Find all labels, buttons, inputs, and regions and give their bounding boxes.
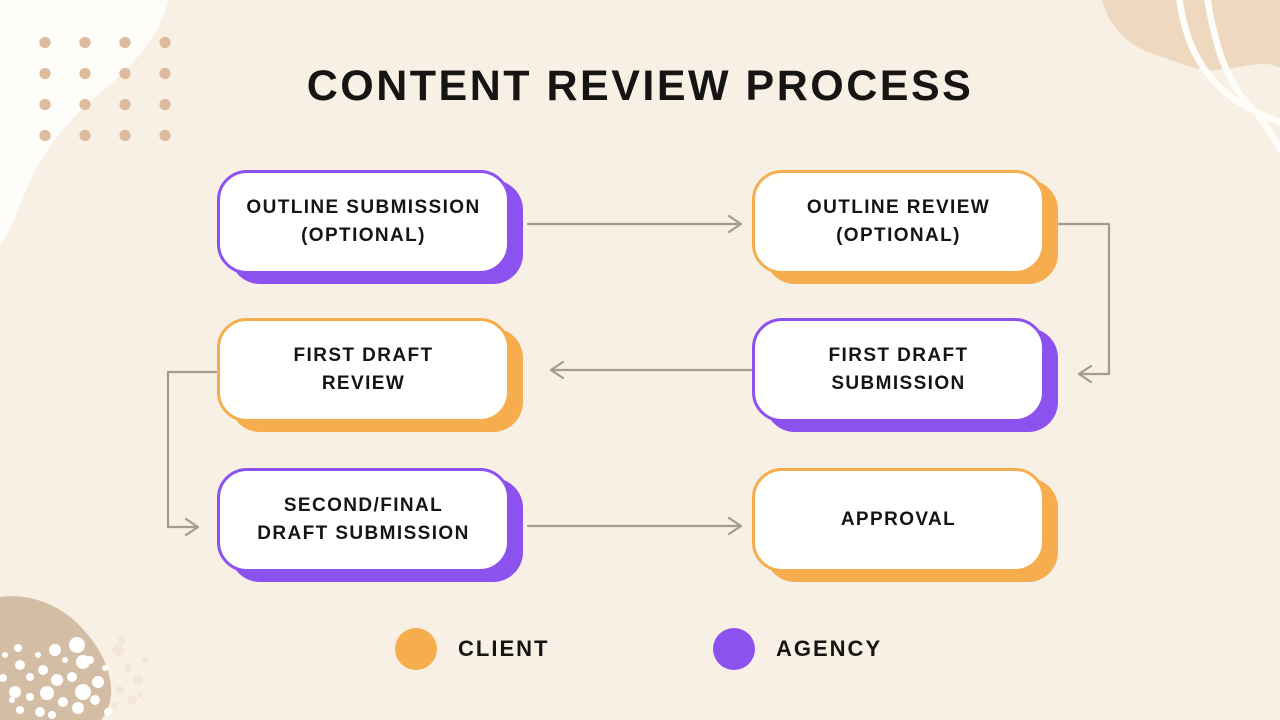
top-right-white-line-2 — [1204, 0, 1280, 155]
flow-node-label-line: SECOND/FINAL — [283, 495, 444, 516]
flow-node-label-line: DRAFT SUBMISSION — [257, 523, 470, 544]
flow-node-label-line: OUTLINE SUBMISSION — [246, 197, 481, 218]
flow-node-label-line: OUTLINE REVIEW — [806, 197, 991, 218]
flow-node-label-line: APPROVAL — [840, 509, 957, 530]
legend-item-agency: AGENCY — [713, 628, 882, 670]
agency-color-swatch — [713, 628, 755, 670]
flow-node-label-line: (OPTIONAL) — [836, 225, 961, 246]
legend-label-client: CLIENT — [458, 636, 550, 661]
bottom-left-speckle-dots — [0, 637, 112, 719]
flow-node-first-draft-review: FIRST DRAFT REVIEW — [217, 318, 510, 422]
dot-grid-decoration — [25, 27, 185, 151]
bottom-left-speckle-dots-faint — [112, 636, 148, 708]
top-right-white-line-1 — [1176, 0, 1280, 126]
legend-label-agency: AGENCY — [776, 636, 883, 661]
flow-node-outline-review: OUTLINE REVIEW (OPTIONAL) — [752, 170, 1045, 274]
page-title: CONTENT REVIEW PROCESS — [306, 62, 974, 110]
flow-node-label-line: FIRST DRAFT — [293, 345, 434, 366]
flow-node-label-line: REVIEW — [321, 373, 406, 394]
flow-node-label-line: FIRST DRAFT — [828, 345, 969, 366]
flow-node-label-line: (OPTIONAL) — [301, 225, 426, 246]
flow-node-outline-submission: OUTLINE SUBMISSION (OPTIONAL) — [217, 170, 510, 274]
legend-item-client: CLIENT — [395, 628, 549, 670]
flow-node-approval: APPROVAL — [752, 468, 1045, 572]
flow-node-second-final-draft-submission: SECOND/FINAL DRAFT SUBMISSION — [217, 468, 510, 572]
flow-node-first-draft-submission: FIRST DRAFT SUBMISSION — [752, 318, 1045, 422]
flow-node-label-line: SUBMISSION — [831, 373, 966, 394]
client-color-swatch — [395, 628, 437, 670]
